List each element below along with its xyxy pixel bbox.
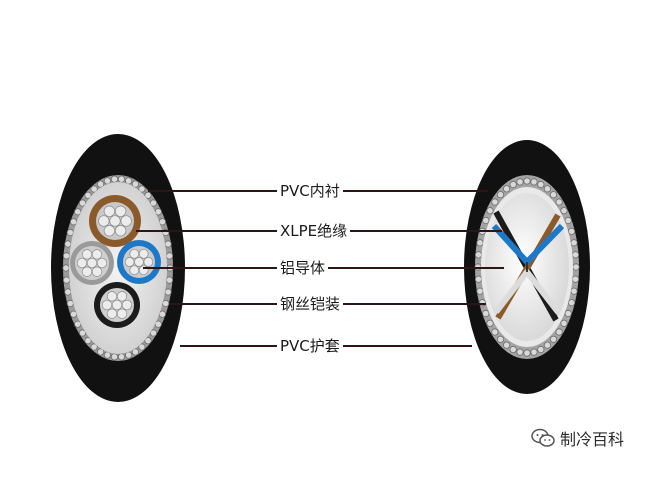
wechat-icon [531,428,555,447]
right-cable-cross-section [464,140,590,394]
right-core-bundle [485,193,569,341]
label-steel-armor: 钢丝铠装 [277,295,344,313]
left-conductor-brown [89,195,141,247]
label-xlpe-insulation: XLPE绝缘 [277,222,351,240]
left-conductor-black [94,282,140,328]
left-conductor-grey [70,241,114,285]
right-steel-armor-wires [474,177,580,357]
left-cable-cross-section [51,134,185,402]
label-pvc-sheath: PVC护套 [277,337,343,355]
label-pvc-lining: PVC内衬 [277,182,343,200]
label-aluminum-conductor: 铝导体 [277,259,329,277]
watermark: 制冷百科 [531,426,624,450]
left-steel-armor-wires [62,175,174,361]
left-conductor-blue [117,240,161,284]
watermark-text: 制冷百科 [559,430,624,449]
